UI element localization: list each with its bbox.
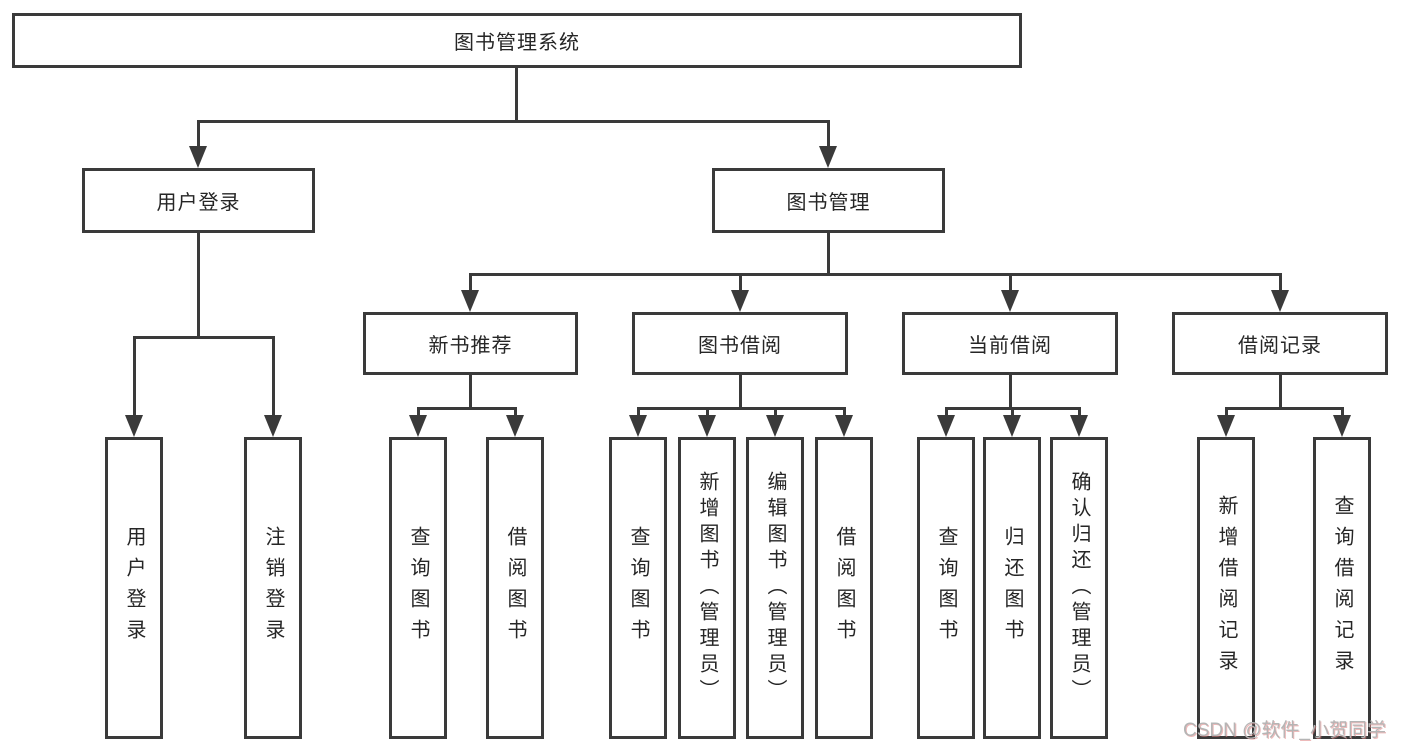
leaf-label: 用户登录 (123, 526, 145, 650)
connector-line (469, 273, 472, 292)
leaf-query-books-recommend: 查询图书 (389, 437, 447, 739)
connector-line (774, 407, 777, 417)
connector-line (197, 120, 830, 123)
connector-line (1279, 273, 1282, 292)
arrowhead-icon (1333, 415, 1351, 437)
node-new-book-recommend: 新书推荐 (363, 312, 578, 375)
arrowhead-icon (189, 146, 207, 168)
node-borrowing-records: 借阅记录 (1172, 312, 1388, 375)
arrowhead-icon (125, 415, 143, 437)
connector-line (843, 407, 846, 417)
connector-line (469, 375, 472, 410)
arrowhead-icon (819, 146, 837, 168)
leaf-logout: 注销登录 (244, 437, 302, 739)
connector-line (827, 120, 830, 148)
leaf-add-books-admin: 新增图书（管理员） (678, 437, 736, 739)
connector-line (637, 407, 845, 410)
connector-line (637, 407, 640, 417)
connector-line (739, 375, 742, 410)
csdn-watermark: CSDN @软件_小贺同学 (1183, 720, 1386, 741)
leaf-label: 归还图书 (1001, 526, 1023, 650)
node-label: 新书推荐 (428, 335, 513, 357)
connector-line (197, 233, 200, 339)
connector-line (133, 336, 275, 339)
connector-line (515, 68, 518, 121)
connector-line (417, 407, 517, 410)
leaf-query-borrow-record: 查询借阅记录 (1313, 437, 1371, 739)
leaf-return-books: 归还图书 (983, 437, 1041, 739)
leaf-label: 查询图书 (627, 526, 649, 650)
connector-line (197, 120, 200, 148)
node-user-login: 用户登录 (82, 168, 315, 233)
arrowhead-icon (264, 415, 282, 437)
arrowhead-icon (409, 415, 427, 437)
node-label: 图书管理系统 (454, 32, 580, 54)
connector-line (739, 273, 742, 292)
connector-line (706, 407, 709, 417)
leaf-label: 新增图书（管理员） (696, 471, 718, 705)
node-book-borrowing: 图书借阅 (632, 312, 848, 375)
arrowhead-icon (1217, 415, 1235, 437)
arrowhead-icon (698, 415, 716, 437)
arrowhead-icon (835, 415, 853, 437)
connector-line (514, 407, 517, 417)
arrowhead-icon (766, 415, 784, 437)
node-label: 用户登录 (156, 192, 241, 214)
leaf-query-books-borrowing: 查询图书 (609, 437, 667, 739)
connector-line (827, 233, 830, 276)
leaf-label: 确认归还（管理员） (1068, 471, 1090, 705)
connector-line (1011, 407, 1014, 417)
arrowhead-icon (629, 415, 647, 437)
arrowhead-icon (1070, 415, 1088, 437)
node-book-management: 图书管理 (712, 168, 945, 233)
leaf-label: 借阅图书 (833, 526, 855, 650)
connector-line (133, 336, 136, 416)
arrowhead-icon (1271, 290, 1289, 312)
connector-line (1009, 273, 1012, 292)
leaf-label: 注销登录 (262, 526, 284, 650)
leaf-add-borrow-record: 新增借阅记录 (1197, 437, 1255, 739)
leaf-label: 新增借阅记录 (1215, 495, 1237, 681)
arrowhead-icon (731, 290, 749, 312)
leaf-label: 查询图书 (935, 526, 957, 650)
connector-line (945, 407, 948, 417)
leaf-label: 查询借阅记录 (1331, 495, 1353, 681)
connector-line (417, 407, 420, 417)
arrowhead-icon (1003, 415, 1021, 437)
connector-line (1078, 407, 1081, 417)
arrowhead-icon (461, 290, 479, 312)
node-label: 图书借阅 (698, 335, 782, 357)
leaf-user-login: 用户登录 (105, 437, 163, 739)
connector-line (1009, 375, 1012, 410)
node-label: 图书管理 (786, 192, 871, 214)
node-label: 借阅记录 (1238, 335, 1322, 357)
leaf-label: 查询图书 (407, 526, 429, 650)
connector-line (1341, 407, 1344, 417)
leaf-label: 编辑图书（管理员） (764, 471, 786, 705)
connector-line (469, 273, 1281, 276)
arrowhead-icon (506, 415, 524, 437)
leaf-edit-books-admin: 编辑图书（管理员） (746, 437, 804, 739)
leaf-label: 借阅图书 (504, 526, 526, 650)
leaf-query-books-current: 查询图书 (917, 437, 975, 739)
node-library-management-system: 图书管理系统 (12, 13, 1022, 68)
arrowhead-icon (937, 415, 955, 437)
connector-line (1225, 407, 1343, 410)
connector-line (1279, 375, 1282, 410)
leaf-borrow-books-recommend: 借阅图书 (486, 437, 544, 739)
connector-line (272, 336, 275, 416)
node-current-borrowing: 当前借阅 (902, 312, 1118, 375)
leaf-confirm-return-admin: 确认归还（管理员） (1050, 437, 1108, 739)
leaf-borrow-books: 借阅图书 (815, 437, 873, 739)
arrowhead-icon (1001, 290, 1019, 312)
connector-line (1225, 407, 1228, 417)
node-label: 当前借阅 (968, 335, 1052, 357)
